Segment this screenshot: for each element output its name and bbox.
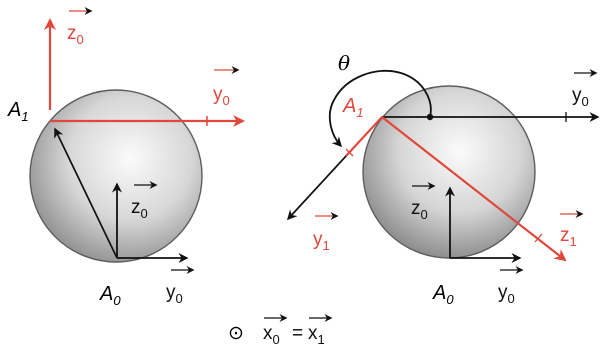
right-y1-axis-red-overlay xyxy=(345,116,383,157)
footer-equals-sign: = xyxy=(292,323,303,344)
svg-text:y0: y0 xyxy=(498,282,515,306)
svg-text:x1: x1 xyxy=(308,323,325,347)
right-y1-label: y1 xyxy=(313,212,339,253)
svg-text:z0: z0 xyxy=(67,23,84,47)
left-a0-label: A0 xyxy=(99,283,121,308)
left-radius-a0-a1 xyxy=(54,127,118,259)
sphere-right xyxy=(362,85,536,259)
right-y1-tick xyxy=(345,148,354,157)
left-figure: A1 A0 z0 y0 z0 y0 xyxy=(7,7,245,308)
svg-text:y0: y0 xyxy=(213,84,230,108)
right-a1-label: A1 xyxy=(342,95,364,120)
right-z1-tick xyxy=(534,233,543,243)
right-y0-bottom-label: y0 xyxy=(498,266,524,306)
svg-text:z0: z0 xyxy=(131,197,148,221)
right-z0-label: z0 xyxy=(411,182,436,222)
svg-text:y0: y0 xyxy=(572,85,589,109)
svg-text:y1: y1 xyxy=(313,229,330,253)
svg-text:y0: y0 xyxy=(166,282,183,306)
left-y0-red-label: y0 xyxy=(213,66,240,108)
footer-x1-label: x1 xyxy=(308,314,333,347)
right-a0-label: A0 xyxy=(432,282,454,307)
left-z0-red-label: z0 xyxy=(67,7,93,47)
svg-text:x0: x0 xyxy=(263,323,280,347)
sphere-left xyxy=(29,89,203,263)
right-z1-label: z1 xyxy=(560,210,584,249)
left-z0-black-label: z0 xyxy=(131,181,158,221)
right-theta-arc xyxy=(328,70,432,148)
out-of-plane-symbol: ⊙ xyxy=(228,323,244,344)
svg-text:z0: z0 xyxy=(411,198,428,222)
footer-x0-label: x0 xyxy=(263,314,288,347)
left-a1-label: A1 xyxy=(7,99,29,124)
right-figure: θ A1 A0 y0 y1 z1 z0 xyxy=(286,51,600,307)
footer-equation: ⊙ x0 = x1 xyxy=(228,314,333,347)
right-theta-label: θ xyxy=(338,51,350,75)
svg-text:z1: z1 xyxy=(560,225,577,249)
right-y0-top-label: y0 xyxy=(572,69,598,109)
right-z1-axis xyxy=(381,116,567,262)
left-y0-black-label: y0 xyxy=(166,266,195,306)
